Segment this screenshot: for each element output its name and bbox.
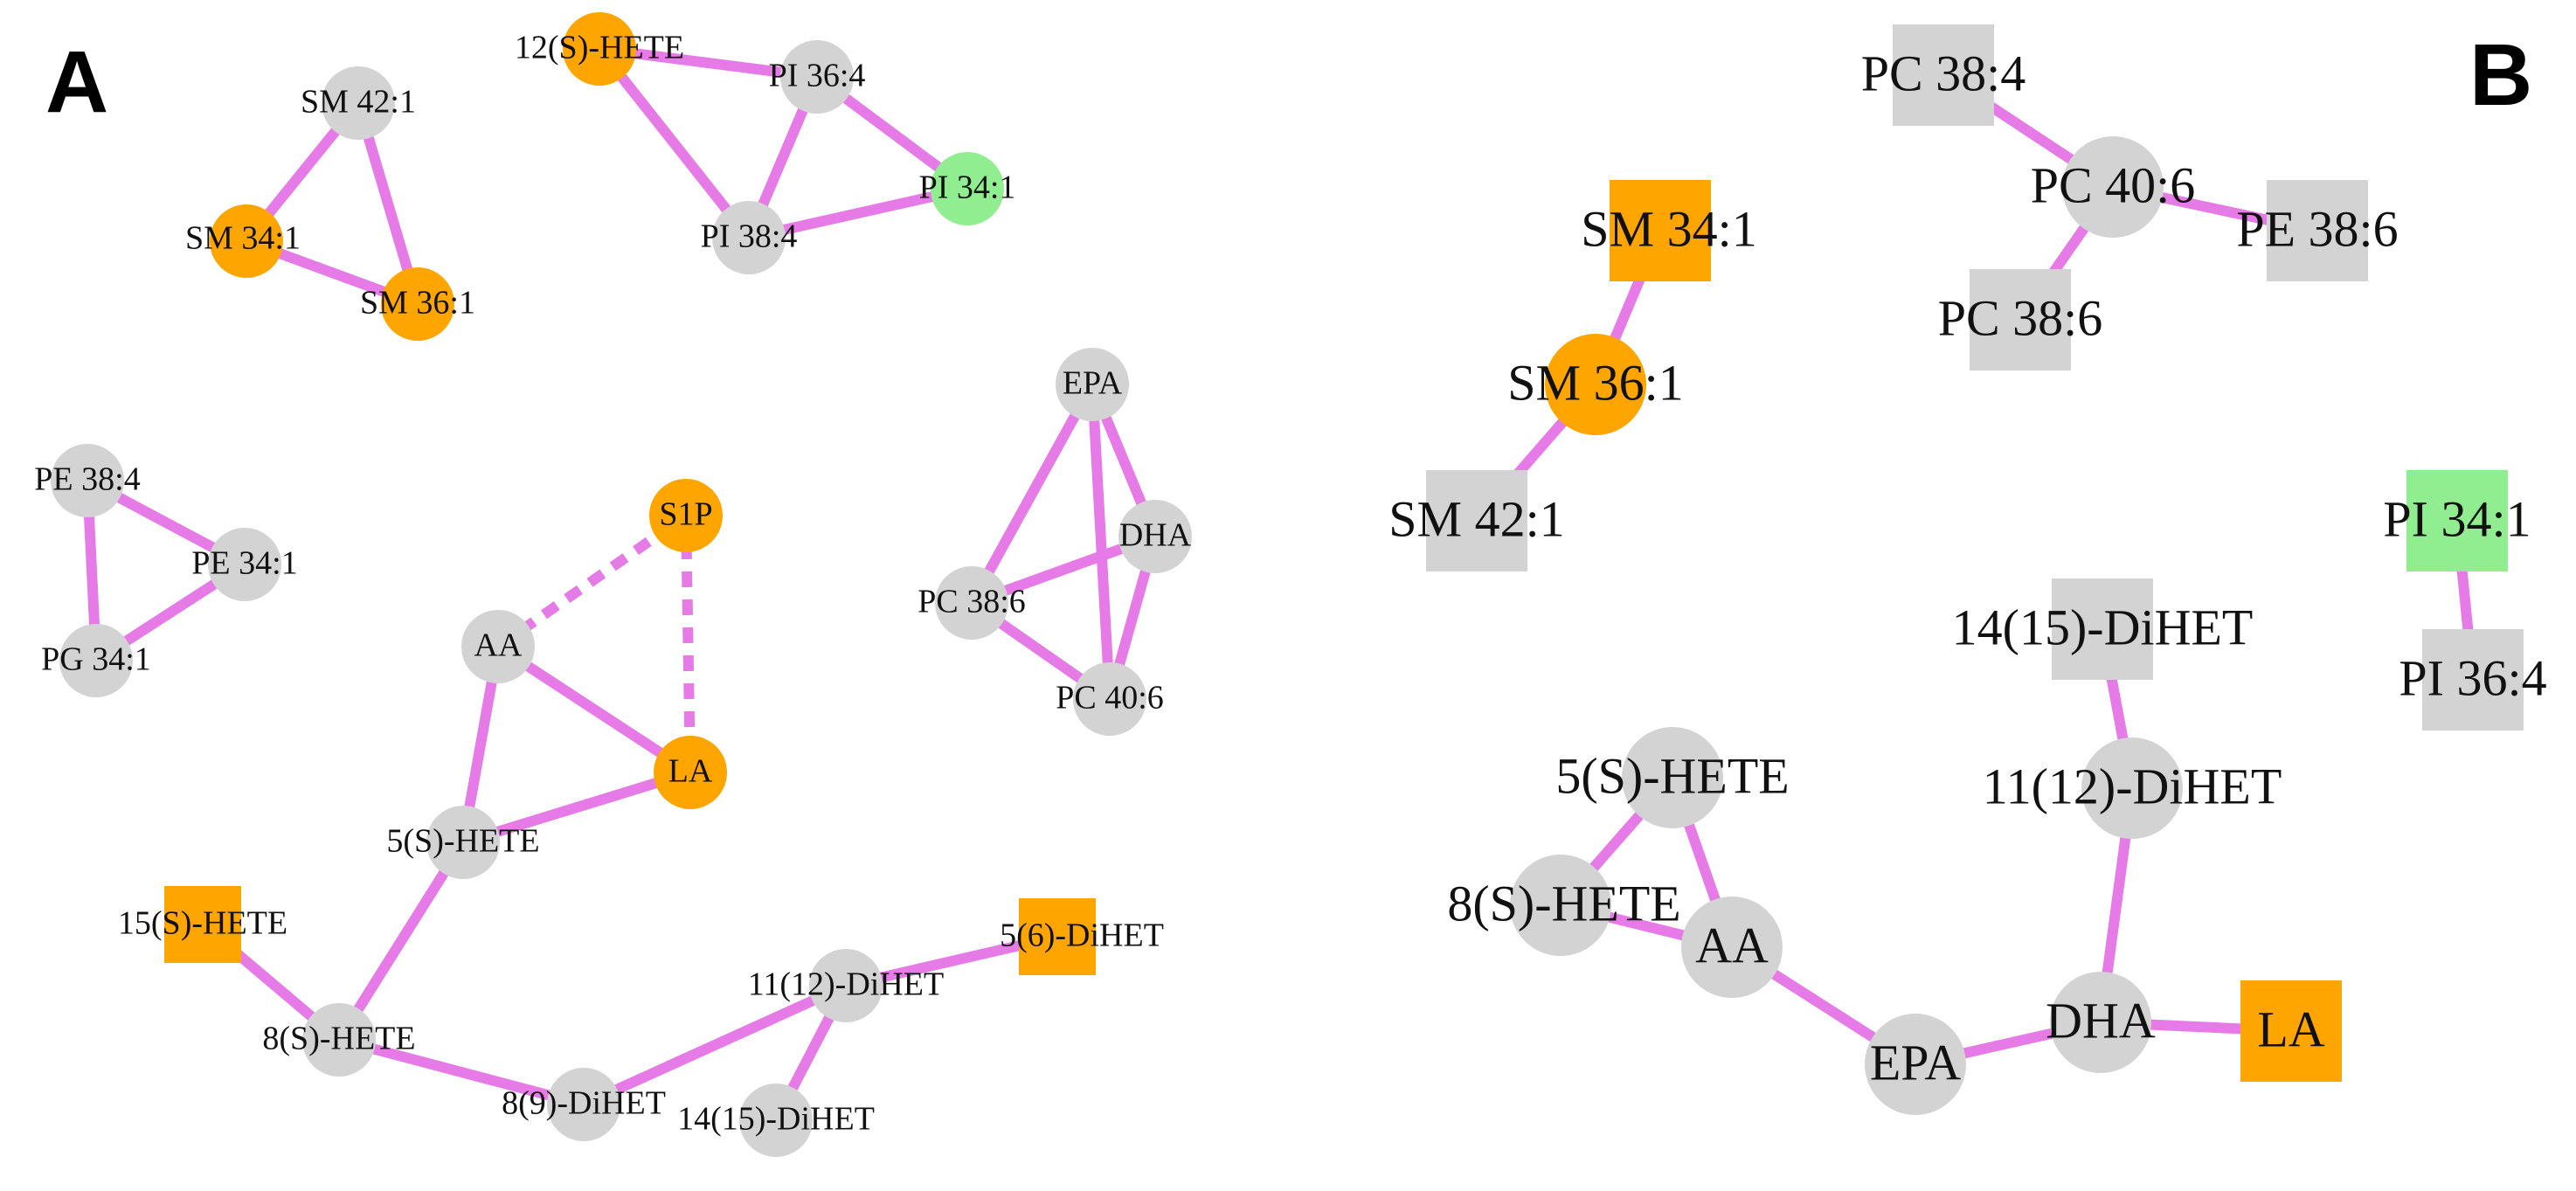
node-label-a-pc-38-6: PC 38:6 — [918, 584, 1026, 620]
node-a-sm-34-1 — [210, 204, 283, 278]
node-label-b-11-12-dihet: 11(12)-DiHET — [1983, 758, 2282, 814]
node-b-sm-36-1 — [1545, 334, 1646, 435]
node-b-dha — [2050, 972, 2151, 1073]
edge-a-la-to-5-s-hete — [461, 767, 692, 848]
node-label-b-pc-38-4: PC 38:4 — [1861, 45, 2026, 101]
node-label-b-sm-34-1: SM 34:1 — [1581, 200, 1756, 257]
panel-label-a: A — [45, 33, 108, 131]
node-label-a-8-s-hete: 8(S)-HETE — [262, 1021, 415, 1057]
node-b-pi-36-4 — [2422, 629, 2524, 731]
node-b-sm-42-1 — [1426, 470, 1527, 571]
node-label-a-pe-34-1: PE 34:1 — [191, 545, 297, 582]
node-label-b-pi-34-1: PI 34:1 — [2383, 490, 2531, 547]
node-a-12-s-hete — [563, 12, 636, 86]
node-label-a-sm-42-1: SM 42:1 — [301, 84, 416, 121]
node-label-a-pi-36-4: PI 36:4 — [769, 58, 866, 94]
node-b-epa — [1865, 1014, 1966, 1115]
edge-a-aa-to-s1p — [495, 511, 689, 651]
node-label-a-pc-40-6: PC 40:6 — [1056, 680, 1164, 717]
node-label-a-15-s-hete: 15(S)-HETE — [118, 905, 287, 942]
node-label-b-sm-36-1: SM 36:1 — [1507, 354, 1683, 411]
edge-a-epa-to-pc-38-6 — [966, 382, 1098, 606]
node-b-sm-34-1 — [1610, 180, 1711, 281]
node-a-pg-34-1 — [59, 624, 133, 697]
node-label-b-la: LA — [2257, 1001, 2324, 1057]
node-label-b-aa: AA — [1695, 917, 1769, 973]
node-a-11-12-dihet — [809, 949, 883, 1022]
node-a-pc-38-6 — [935, 566, 1008, 640]
node-a-pi-34-1 — [931, 152, 1004, 225]
node-label-b-pe-38-6: PE 38:6 — [2236, 200, 2398, 257]
node-label-b-pc-40-6: PC 40:6 — [2031, 156, 2196, 213]
node-b-pc-38-4 — [1893, 24, 1994, 126]
node-label-b-dha: DHA — [2046, 992, 2156, 1049]
node-b-5-s-hete — [1622, 727, 1723, 828]
node-label-b-5-s-hete: 5(S)-HETE — [1555, 747, 1789, 804]
node-label-b-14-15-dihet: 14(15)-DiHET — [1952, 599, 2254, 655]
node-label-a-pi-34-1: PI 34:1 — [919, 170, 1016, 206]
node-label-b-pc-38-6: PC 38:6 — [1938, 289, 2103, 346]
node-a-8-s-hete — [302, 1003, 376, 1077]
node-b-aa — [1681, 897, 1783, 998]
node-a-pe-34-1 — [208, 528, 281, 601]
edge-a-5-s-hete-to-8-s-hete — [334, 839, 468, 1043]
node-a-aa — [461, 610, 535, 683]
node-label-a-11-12-dihet: 11(12)-DiHET — [748, 966, 944, 1003]
nodes-layer — [51, 12, 2524, 1157]
edge-a-epa-to-pc-40-6 — [1087, 384, 1115, 700]
edge-a-pi-38-4-to-pi-34-1 — [747, 183, 969, 243]
node-b-la — [2240, 980, 2342, 1082]
node-label-a-aa: AA — [474, 627, 523, 664]
edge-a-s1p-to-la — [681, 515, 696, 773]
node-label-a-sm-36-1: SM 36:1 — [360, 285, 475, 322]
node-label-a-pg-34-1: PG 34:1 — [41, 641, 151, 678]
node-b-11-12-dihet — [2081, 737, 2183, 839]
node-label-b-epa: EPA — [1870, 1034, 1961, 1091]
node-a-epa — [1056, 348, 1129, 421]
edge-a-aa-to-la — [495, 641, 694, 778]
edge-a-12-s-hete-to-pi-38-4 — [595, 45, 753, 241]
node-a-la — [654, 736, 727, 809]
node-a-8-9-dihet — [547, 1068, 620, 1141]
node-label-b-8-s-hete: 8(S)-HETE — [1447, 875, 1680, 931]
node-a-pe-38-4 — [51, 444, 124, 517]
node-b-8-s-hete — [1510, 855, 1611, 956]
edge-a-8-s-hete-to-8-9-dihet — [337, 1035, 585, 1110]
node-a-5-s-hete — [426, 806, 500, 879]
node-label-a-epa: EPA — [1063, 365, 1123, 402]
node-b-pc-40-6 — [2062, 136, 2164, 238]
node-label-a-5-6-dihet: 5(6)-DiHET — [1000, 917, 1164, 954]
edge-a-8-9-dihet-to-11-12-dihet — [581, 980, 848, 1110]
node-a-pc-40-6 — [1073, 662, 1146, 736]
node-b-14-15-dihet — [2052, 578, 2153, 680]
node-label-a-5-s-hete: 5(S)-HETE — [386, 823, 539, 860]
node-label-a-12-s-hete: 12(S)-HETE — [515, 30, 684, 66]
panel-label-b: B — [2469, 26, 2532, 124]
node-label-a-14-15-dihet: 14(15)-DiHET — [677, 1101, 875, 1138]
node-a-sm-36-1 — [381, 267, 454, 341]
node-label-a-dha: DHA — [1119, 517, 1192, 554]
node-a-dha — [1118, 500, 1192, 573]
node-a-15-s-hete — [164, 886, 241, 963]
node-label-a-8-9-dihet: 8(9)-DiHET — [502, 1085, 666, 1122]
node-label-a-pi-38-4: PI 38:4 — [701, 218, 798, 255]
node-a-pi-38-4 — [712, 201, 786, 274]
node-label-b-pi-36-4: PI 36:4 — [2399, 649, 2546, 706]
node-a-5-6-dihet — [1019, 898, 1096, 975]
node-label-a-s1p: S1P — [659, 496, 712, 533]
node-label-b-sm-42-1: SM 42:1 — [1388, 490, 1564, 547]
node-label-a-sm-34-1: SM 34:1 — [185, 220, 301, 257]
node-a-pi-36-4 — [780, 40, 854, 114]
node-b-pe-38-6 — [2267, 180, 2368, 281]
node-a-14-15-dihet — [739, 1084, 813, 1157]
node-a-s1p — [649, 479, 723, 552]
node-b-pi-34-1 — [2406, 470, 2508, 571]
node-a-sm-42-1 — [322, 66, 395, 140]
node-label-a-pe-38-4: PE 38:4 — [34, 461, 140, 498]
node-b-pc-38-6 — [1970, 269, 2071, 370]
node-label-a-la: LA — [668, 753, 713, 790]
